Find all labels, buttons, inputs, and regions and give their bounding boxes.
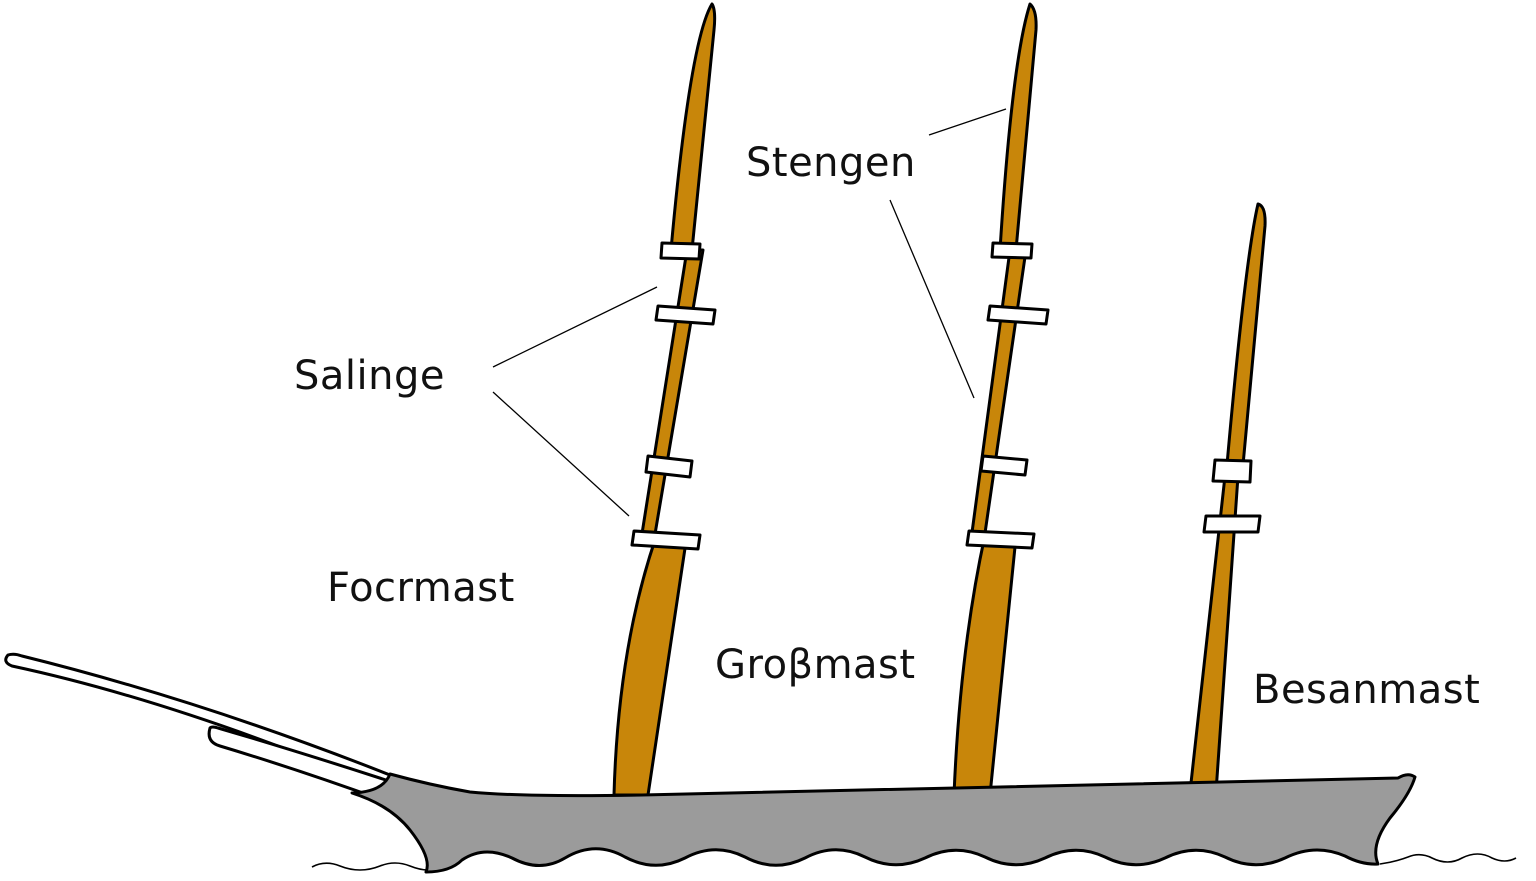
- main-crosstree-1: [990, 241, 1034, 260]
- main-mast-lower: [952, 533, 1018, 797]
- main-crosstree-4: [965, 529, 1036, 550]
- leader-lines: [492, 108, 1007, 517]
- water-surface: [311, 853, 1517, 871]
- mizzen-crosstree-1: [1211, 458, 1253, 484]
- water-line-stern: [1379, 853, 1517, 865]
- label-salinge: Salinge: [294, 353, 445, 399]
- main-mast: [952, 2, 1050, 797]
- main-topmast: [969, 248, 1028, 542]
- label-fockmast: Focrmast: [327, 565, 515, 611]
- fore-mast-lower: [612, 533, 689, 797]
- fore-crosstree-1: [659, 241, 702, 261]
- fore-mast: [612, 2, 717, 797]
- hull: [350, 772, 1417, 874]
- water-line-bow: [311, 862, 429, 871]
- main-crosstree-3: [979, 454, 1029, 477]
- fore-crosstree-2: [654, 304, 717, 326]
- label-grossmast: Groβmast: [715, 642, 916, 688]
- label-stengen: Stengen: [746, 140, 916, 186]
- fore-crosstree-3: [644, 454, 694, 479]
- leader-salinge-lower: [492, 391, 630, 517]
- fore-crosstree-4: [630, 529, 702, 551]
- main-crosstree-2: [986, 304, 1050, 326]
- mizzen-crosstree-2: [1202, 514, 1262, 534]
- leader-stengen-main: [889, 199, 975, 399]
- mizzen-topmast: [1224, 202, 1267, 478]
- fore-topmast: [639, 248, 705, 542]
- fore-topgallant-mast: [669, 2, 717, 252]
- leader-stengen-fore: [928, 108, 1007, 136]
- main-topgallant-mast: [998, 2, 1038, 252]
- leader-salinge-upper: [492, 286, 658, 368]
- label-besanmast: Besanmast: [1253, 667, 1481, 713]
- bowsprit: [4, 652, 394, 804]
